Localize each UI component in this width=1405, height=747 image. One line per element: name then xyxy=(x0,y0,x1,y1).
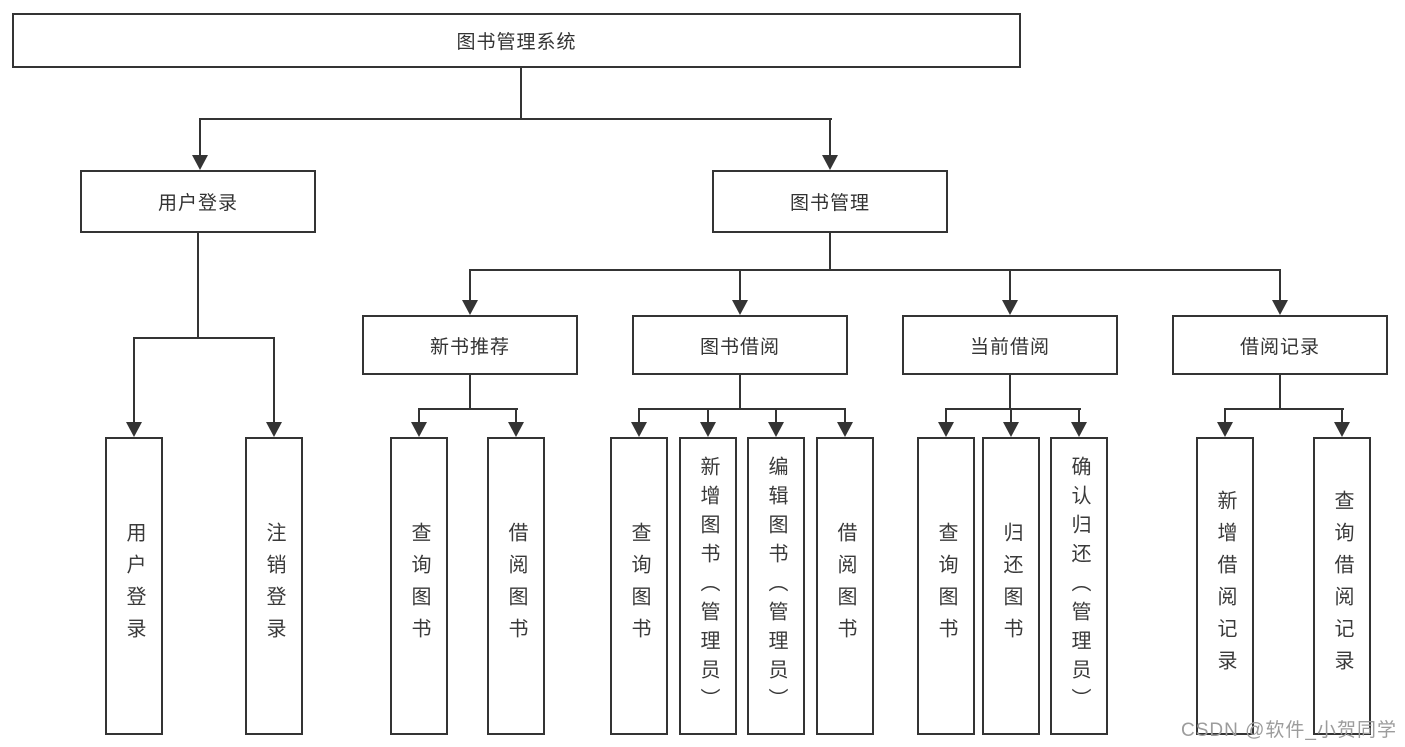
connector-line xyxy=(273,337,275,422)
node-book-management: 图书管理 xyxy=(712,170,948,233)
connector-line xyxy=(515,408,517,423)
node-book-borrowing: 图书借阅 xyxy=(632,315,848,375)
arrow-down-icon xyxy=(1217,422,1233,437)
leaf-label: 借阅图书 xyxy=(834,522,856,650)
node-label: 图书管理系统 xyxy=(456,32,577,53)
connector-line xyxy=(133,337,275,339)
leaf-label: 用户登录 xyxy=(123,522,145,650)
leaf-label: 确认归还（管理员） xyxy=(1068,455,1090,717)
node-label: 当前借阅 xyxy=(969,336,1050,358)
leaf-add-books-admin: 新增图书（管理员） xyxy=(679,437,737,735)
node-library-management-system: 图书管理系统 xyxy=(12,13,1021,68)
connector-line xyxy=(829,233,831,269)
leaf-label: 查询图书 xyxy=(935,522,957,650)
arrow-down-icon xyxy=(938,422,954,437)
leaf-label: 注销登录 xyxy=(263,522,285,650)
node-current-borrowing: 当前借阅 xyxy=(902,315,1118,375)
arrow-down-icon xyxy=(1272,300,1288,315)
node-user-login: 用户登录 xyxy=(80,170,316,233)
node-label: 图书管理 xyxy=(789,193,870,214)
arrow-down-icon xyxy=(462,300,478,315)
node-label: 图书借阅 xyxy=(699,336,780,358)
connector-line xyxy=(707,408,709,423)
connector-line xyxy=(1341,408,1343,423)
leaf-user-login: 用户登录 xyxy=(105,437,163,735)
connector-line xyxy=(1279,375,1281,408)
leaf-query-books-current: 查询图书 xyxy=(917,437,975,735)
arrow-down-icon xyxy=(732,300,748,315)
leaf-edit-books-admin: 编辑图书（管理员） xyxy=(747,437,805,735)
arrow-down-icon xyxy=(266,422,282,437)
connector-line xyxy=(1224,408,1344,410)
arrow-down-icon xyxy=(631,422,647,437)
connector-line xyxy=(739,375,741,408)
connector-line xyxy=(638,408,846,410)
arrow-down-icon xyxy=(837,422,853,437)
leaf-borrow-books-recommend: 借阅图书 xyxy=(487,437,545,735)
arrow-down-icon xyxy=(1003,422,1019,437)
arrow-down-icon xyxy=(508,422,524,437)
leaf-return-books: 归还图书 xyxy=(982,437,1040,735)
leaf-label: 查询图书 xyxy=(408,522,430,650)
leaf-add-borrow-record: 新增借阅记录 xyxy=(1196,437,1254,735)
connector-line xyxy=(829,118,831,156)
leaf-label: 编辑图书（管理员） xyxy=(765,455,787,717)
leaf-query-books-recommend: 查询图书 xyxy=(390,437,448,735)
connector-line xyxy=(1224,408,1226,423)
leaf-label: 归还图书 xyxy=(1000,522,1022,650)
connector-line xyxy=(1078,408,1080,423)
arrow-down-icon xyxy=(700,422,716,437)
node-label: 新书推荐 xyxy=(429,336,510,358)
arrow-down-icon xyxy=(411,422,427,437)
arrow-down-icon xyxy=(822,155,838,170)
leaf-query-books-borrowing: 查询图书 xyxy=(610,437,668,735)
arrow-down-icon xyxy=(1334,422,1350,437)
arrow-down-icon xyxy=(1002,300,1018,315)
node-borrowing-records: 借阅记录 xyxy=(1172,315,1388,375)
leaf-query-borrow-record: 查询借阅记录 xyxy=(1313,437,1371,735)
leaf-label: 借阅图书 xyxy=(505,522,527,650)
connector-line xyxy=(945,408,1081,410)
connector-line xyxy=(469,269,471,300)
leaf-borrow-books: 借阅图书 xyxy=(816,437,874,735)
connector-line xyxy=(1010,408,1012,423)
csdn-watermark: CSDN @软件_小贺同学 xyxy=(1181,720,1397,741)
leaf-confirm-return-admin: 确认归还（管理员） xyxy=(1050,437,1108,735)
connector-line xyxy=(133,337,135,422)
connector-line xyxy=(197,233,199,337)
leaf-label: 新增借阅记录 xyxy=(1214,490,1236,682)
node-label: 用户登录 xyxy=(157,193,238,214)
connector-line xyxy=(418,408,518,410)
connector-line xyxy=(844,408,846,423)
leaf-label: 查询借阅记录 xyxy=(1331,490,1353,682)
connector-line xyxy=(638,408,640,423)
arrow-down-icon xyxy=(1071,422,1087,437)
connector-line xyxy=(469,375,471,408)
arrow-down-icon xyxy=(192,155,208,170)
connector-line xyxy=(1009,269,1011,300)
arrow-down-icon xyxy=(126,422,142,437)
connector-line xyxy=(775,408,777,423)
node-new-book-recommendation: 新书推荐 xyxy=(362,315,578,375)
arrow-down-icon xyxy=(768,422,784,437)
connector-line xyxy=(418,408,420,423)
connector-line xyxy=(1009,375,1011,408)
connector-line xyxy=(520,68,522,118)
connector-line xyxy=(1279,269,1281,300)
connector-line xyxy=(739,269,741,300)
connector-line xyxy=(199,118,832,120)
connector-line xyxy=(469,269,1281,271)
leaf-logout: 注销登录 xyxy=(245,437,303,735)
connector-line xyxy=(945,408,947,423)
leaf-label: 查询图书 xyxy=(628,522,650,650)
leaf-label: 新增图书（管理员） xyxy=(697,455,719,717)
connector-line xyxy=(199,118,201,156)
node-label: 借阅记录 xyxy=(1239,336,1320,358)
